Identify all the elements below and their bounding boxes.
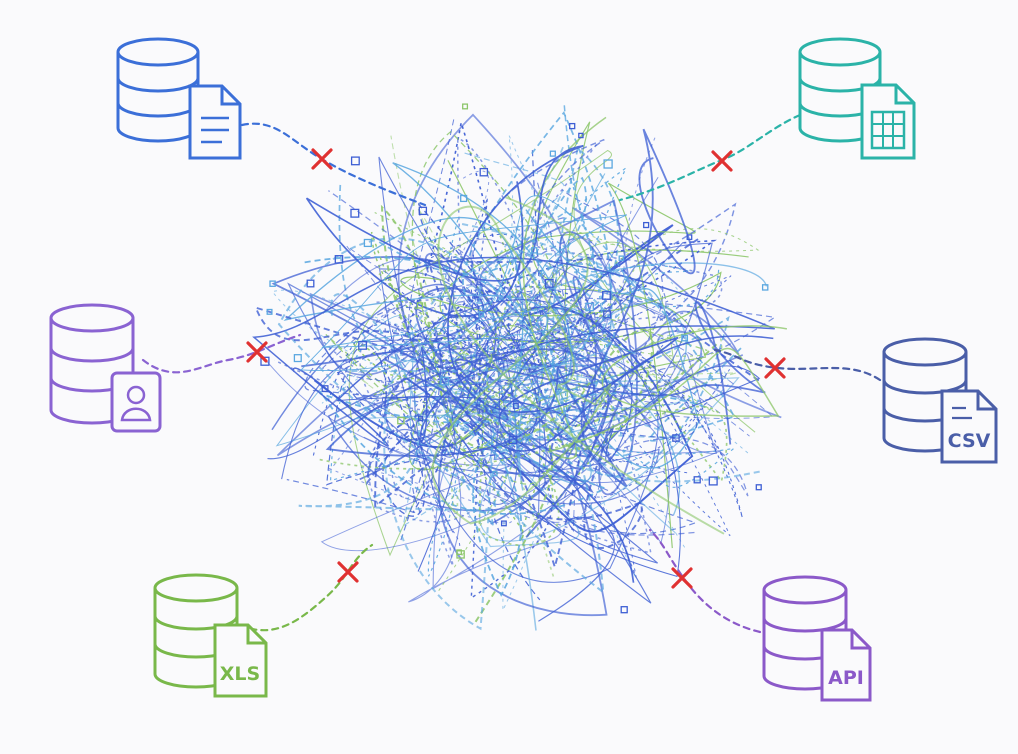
document-icon [188, 84, 242, 160]
tangle-dot [306, 279, 315, 288]
xls-label: XLS [220, 663, 260, 685]
database-spreadsheet-source [798, 37, 916, 160]
connector-csv [713, 348, 882, 382]
database-contact-source [49, 303, 162, 433]
tangle-dot [549, 150, 556, 157]
tangle-line [283, 162, 700, 469]
tangle-dot [417, 415, 424, 422]
tangle-dot [266, 308, 273, 315]
tangle-line [352, 228, 628, 542]
tangle-line [383, 223, 762, 631]
tangle-dot [269, 280, 276, 287]
connector-xls [238, 543, 374, 632]
broken-link-icon [671, 567, 693, 589]
api-label: API [828, 667, 864, 689]
tangle-dot [460, 194, 468, 203]
tangle-dot [508, 435, 518, 445]
tangle-dot [479, 167, 489, 177]
tangle-dot [456, 550, 465, 559]
tangle-line [431, 196, 725, 535]
tangle-line [252, 256, 775, 452]
database-icon [116, 37, 200, 143]
tangle-dot [681, 334, 689, 342]
api-file-icon [820, 628, 872, 702]
tangle-dot [531, 247, 538, 254]
tangle-dot [492, 471, 498, 477]
broken-link-icon [764, 357, 786, 379]
tangle-dot [602, 291, 611, 300]
tangle-line [359, 135, 737, 424]
tangle-dot [350, 208, 360, 218]
csv-label: CSV [948, 430, 991, 452]
database-icon [882, 337, 968, 453]
tangle-dot [686, 234, 693, 241]
tangle-dot [761, 284, 769, 291]
tangle-line [420, 228, 760, 591]
csv-file-icon [940, 389, 998, 464]
tangle-dot [350, 156, 360, 166]
tangle-line [406, 256, 609, 600]
connector-api [648, 528, 762, 634]
tangle-dot [363, 238, 372, 248]
tangle-line [335, 299, 761, 578]
tangle-dot [418, 206, 428, 216]
tangle-dot [512, 402, 519, 409]
tangle-dot [293, 354, 302, 363]
broken-link-icon [246, 341, 268, 363]
database-xls-source [153, 573, 268, 698]
tangle-dot [585, 302, 594, 312]
database-api-source [762, 575, 872, 702]
tangle-dot [643, 221, 650, 229]
tangle-dot [462, 103, 469, 110]
tangle-line [522, 116, 788, 459]
tangle-line [305, 144, 679, 583]
broken-link-icon [337, 561, 359, 583]
tangle-dot [440, 376, 449, 386]
tangled-lines-icon [252, 103, 788, 631]
tangle-dot [603, 310, 612, 319]
tangle-dot [478, 312, 485, 318]
tangle-line [319, 272, 728, 547]
tangle-dot [708, 476, 718, 486]
tangle-line [423, 262, 768, 516]
tangle-dot [397, 416, 405, 425]
database-csv-source [882, 337, 998, 464]
tangle-dot [755, 484, 762, 491]
tangle-dot [358, 340, 368, 350]
tangle-dot [693, 476, 701, 484]
tangle-dot [321, 385, 329, 393]
tangle-line [300, 195, 636, 371]
database-document-source [116, 37, 242, 160]
contact-card-icon [110, 371, 162, 433]
tangle-dot [334, 255, 344, 264]
tangle-line [321, 273, 749, 550]
tangle-dot [544, 278, 554, 288]
tangle-line [325, 128, 696, 538]
tangle-line [326, 150, 543, 601]
tangle-dot [618, 255, 625, 262]
spreadsheet-icon [860, 83, 916, 160]
tangle-line [254, 306, 643, 571]
broken-link-icon [311, 148, 333, 170]
tangle-dot [260, 356, 270, 366]
tangle-line [329, 264, 736, 579]
broken-link-icon [711, 150, 733, 172]
tangle-line [401, 189, 698, 534]
xls-file-icon [213, 623, 268, 698]
tangle-dot [569, 122, 576, 130]
tangle-dot [672, 434, 680, 442]
tangle-line [346, 245, 774, 533]
tangle-line [286, 290, 697, 541]
tangle-dot [500, 520, 507, 527]
tangle-dot [620, 606, 628, 614]
tangle-dot [578, 132, 584, 139]
tangle-line [418, 146, 679, 439]
tangle-line [277, 237, 616, 595]
connector-contact [141, 333, 302, 374]
tangle-dot [603, 159, 613, 169]
tangle-dot [416, 302, 424, 309]
